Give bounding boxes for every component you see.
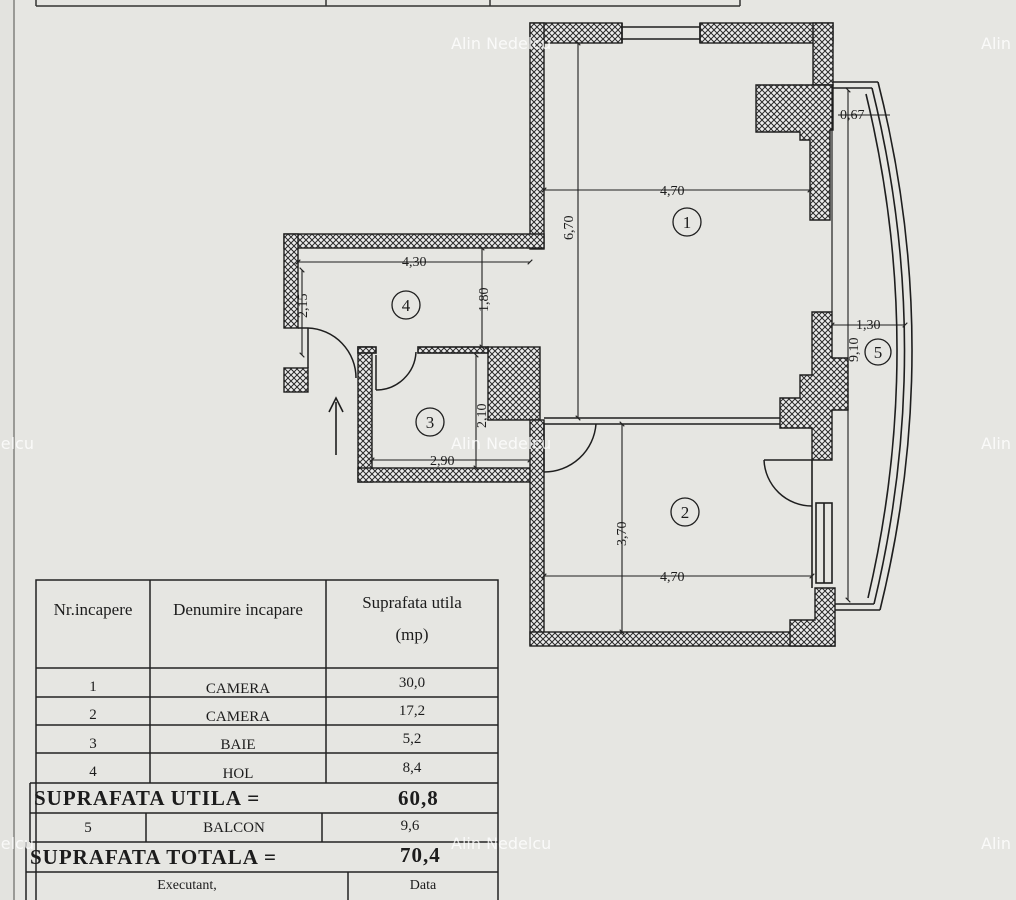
dim-hol-depth: 1,80 xyxy=(477,288,492,313)
dim-balcony-length: 9,10 xyxy=(847,338,862,363)
dim-room1-width: 4,70 xyxy=(660,184,685,199)
row-4-nr: 4 xyxy=(89,764,97,781)
dimension-lines xyxy=(295,40,908,635)
dim-hol-side: 2,15 xyxy=(296,294,311,319)
walls xyxy=(283,22,849,647)
room-markers xyxy=(391,207,892,527)
row-2-nr: 2 xyxy=(89,707,97,724)
room-number-3: 3 xyxy=(426,413,435,432)
row-2-area: 17,2 xyxy=(398,703,426,720)
row-4-area: 8,4 xyxy=(402,760,422,777)
executant-label: Executant, xyxy=(157,877,217,893)
watermark-mid-left: Alin Nedelcu xyxy=(0,434,34,453)
doors xyxy=(298,327,813,507)
useful-area-label: SUPRAFATA UTILA = xyxy=(34,786,261,811)
room-number-2: 2 xyxy=(681,503,690,522)
room-number-5: 5 xyxy=(874,343,883,362)
partitions xyxy=(357,23,833,588)
room-marker-3 xyxy=(415,407,445,437)
row-5-area: 9,6 xyxy=(400,818,420,835)
dim-balcony-width: 1,30 xyxy=(856,318,881,333)
dim-room2-length: 3,70 xyxy=(615,522,630,547)
row-2-name: CAMERA xyxy=(205,709,271,726)
total-area-label: SUPRAFATA TOTALA = xyxy=(30,845,278,870)
dim-baie-width: 2,90 xyxy=(430,454,455,469)
room-marker-2 xyxy=(670,497,700,527)
room-marker-5 xyxy=(864,338,892,366)
header-name: Denumire incapare xyxy=(173,599,303,619)
dim-hol-width: 4,30 xyxy=(402,255,427,270)
area-table-grid xyxy=(25,579,499,900)
watermark-top-center: Alin Nedelcu xyxy=(451,34,552,53)
dim-room1-length: 6,70 xyxy=(562,216,577,241)
watermark-mid-right: Alin Nedelcu xyxy=(981,434,1016,453)
header-area-unit: (mp) xyxy=(395,624,429,644)
row-5-nr: 5 xyxy=(84,820,92,837)
room-number-1: 1 xyxy=(683,213,692,232)
dim-room1-wall: 0,67 xyxy=(840,108,865,123)
row-3-area: 5,2 xyxy=(402,731,422,748)
room-marker-1 xyxy=(672,207,702,237)
room-number-4: 4 xyxy=(402,296,411,315)
row-5-name: BALCON xyxy=(203,820,265,837)
row-1-area: 30,0 xyxy=(398,675,426,692)
row-3-name: BAIE xyxy=(220,737,256,754)
watermark-bottom-right: Alin Nedelcu xyxy=(981,834,1016,853)
row-3-nr: 3 xyxy=(89,736,97,753)
room-marker-4 xyxy=(391,290,421,320)
watermark-top-right: Alin Nedelcu xyxy=(981,34,1016,53)
dim-baie-depth: 2,10 xyxy=(475,404,490,429)
watermark-bottom-center: Alin Nedelcu xyxy=(451,834,552,853)
row-4-name: HOL xyxy=(222,766,254,783)
watermark-mid-center: Alin Nedelcu xyxy=(451,434,552,453)
top-table-strip xyxy=(35,0,741,7)
total-area-value: 70,4 xyxy=(400,843,441,868)
header-nr: Nr.incapere xyxy=(53,599,133,619)
date-label: Data xyxy=(409,877,437,893)
row-1-nr: 1 xyxy=(89,679,97,696)
balcony-outline xyxy=(833,81,913,611)
header-area: Suprafata utila xyxy=(362,592,462,612)
watermark-bottom-left: Alin Nedelcu xyxy=(0,834,34,853)
row-1-name: CAMERA xyxy=(205,681,271,698)
useful-area-value: 60,8 xyxy=(398,786,439,811)
dim-room2-width: 4,70 xyxy=(660,570,685,585)
